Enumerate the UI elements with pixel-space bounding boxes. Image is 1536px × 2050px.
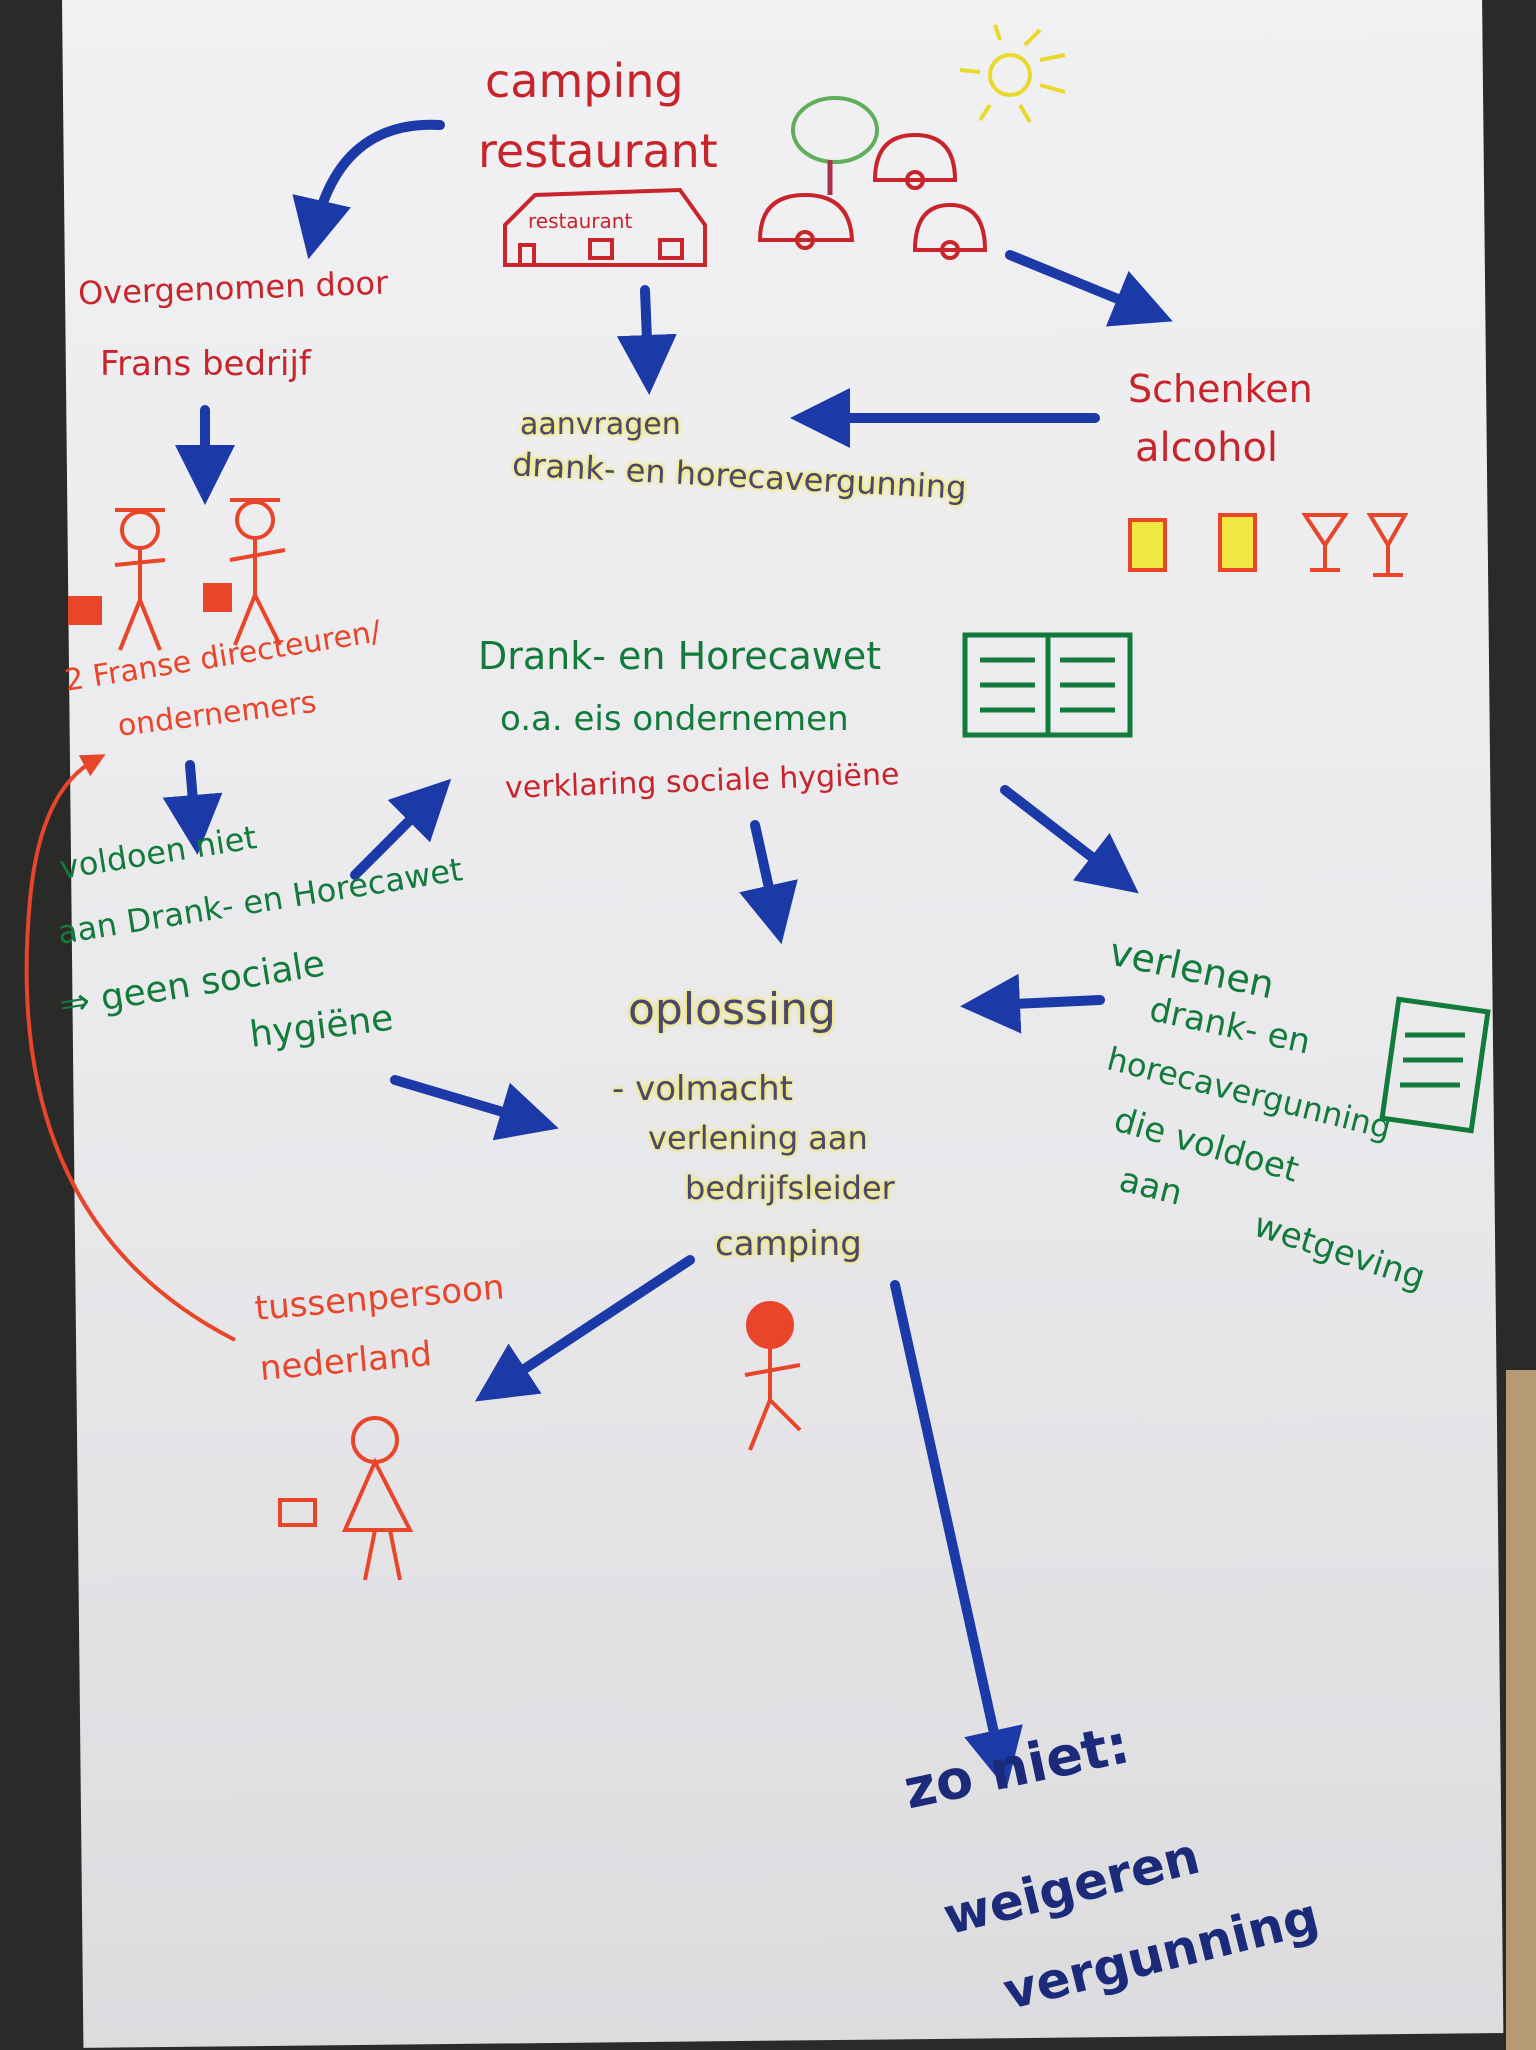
tree-icon (791, 96, 879, 195)
alcohol-line2: alcohol (1135, 425, 1279, 471)
sun-icon (959, 24, 1066, 124)
apply-line1: aanvragen (520, 407, 681, 442)
table-surface (1506, 1370, 1536, 2050)
alcohol-line1: Schenken (1128, 367, 1313, 411)
solution-line4: camping (715, 1224, 862, 1264)
beer-and-wine-icons (1128, 513, 1409, 577)
intermediary-figure (278, 1416, 414, 1581)
feedback-arrow (24, 754, 236, 1342)
top-restaurant-label: restaurant (478, 124, 718, 178)
law-title: Drank- en Horecawet (478, 634, 882, 678)
solution-title: oplossing (628, 984, 836, 1035)
caravan-icons (757, 132, 988, 260)
solution-line1: - volmacht (612, 1069, 793, 1109)
building-sign: restaurant (528, 209, 633, 233)
top-camping-label: camping (485, 54, 684, 108)
french-directors-figures (68, 498, 286, 651)
restaurant-building-icon (503, 187, 707, 267)
license-document-icon (1379, 996, 1491, 1134)
manager-figure (744, 1301, 802, 1451)
law-book-icon (962, 632, 1133, 738)
law-requirement: o.a. eis ondernemen (500, 699, 849, 739)
solution-line3: bedrijfsleider (685, 1169, 895, 1207)
solution-line2: verlening aan (648, 1119, 868, 1157)
flow-arrows (162, 119, 1173, 1790)
takeover-line2: Frans bedrijf (100, 344, 311, 384)
